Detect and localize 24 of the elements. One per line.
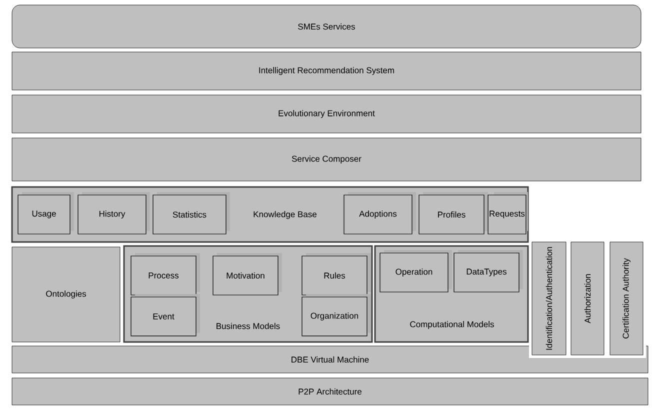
component-box: Motivation: [212, 253, 282, 296]
layer-band: Intelligent Recommendation System: [12, 52, 642, 90]
component-box: Usage: [18, 192, 74, 234]
component-box: Statistics: [152, 192, 230, 234]
component-box: Profiles: [418, 192, 488, 234]
component-box: Rules: [302, 253, 371, 296]
vertical-bar: Certification Authority: [607, 239, 646, 358]
node-label: Certification Authority: [622, 258, 630, 338]
layer-band: Ontologies: [12, 246, 120, 342]
layer-band: SMEs Services: [12, 4, 642, 48]
component-box: Process: [130, 253, 200, 296]
component-box: Requests: [488, 192, 528, 234]
component-box: Operation: [380, 250, 452, 292]
layer-band: P2P Architecture: [12, 378, 648, 406]
component-box: Organization: [302, 294, 371, 336]
vertical-bar: Identification/Authentication: [529, 239, 569, 358]
component-box: Event: [130, 294, 200, 336]
component-box: Adoptions: [344, 192, 416, 234]
layer-band: Service Composer: [12, 138, 642, 182]
component-box: History: [78, 192, 150, 234]
node-label: Authorization: [584, 274, 591, 324]
layer-band: Evolutionary Environment: [12, 94, 642, 134]
component-box: DataTypes: [454, 250, 523, 292]
vertical-bar: Authorization: [568, 239, 607, 358]
